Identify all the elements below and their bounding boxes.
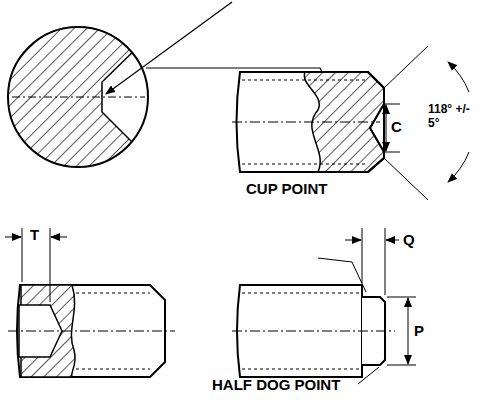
half-dog-point-screw <box>232 228 416 384</box>
dimension-letter: C <box>391 118 402 135</box>
dimension-letter: T <box>30 226 39 243</box>
cup-point-screw <box>232 46 469 200</box>
view-title: HALF DOG POINT <box>212 376 340 393</box>
dimension-letter: P <box>414 322 424 339</box>
dimension-letter: Q <box>403 231 415 248</box>
view-title: CUP POINT <box>246 180 327 197</box>
angle-dimension: 118° +/- 5° <box>428 103 470 131</box>
socket-set-screw <box>5 228 175 377</box>
